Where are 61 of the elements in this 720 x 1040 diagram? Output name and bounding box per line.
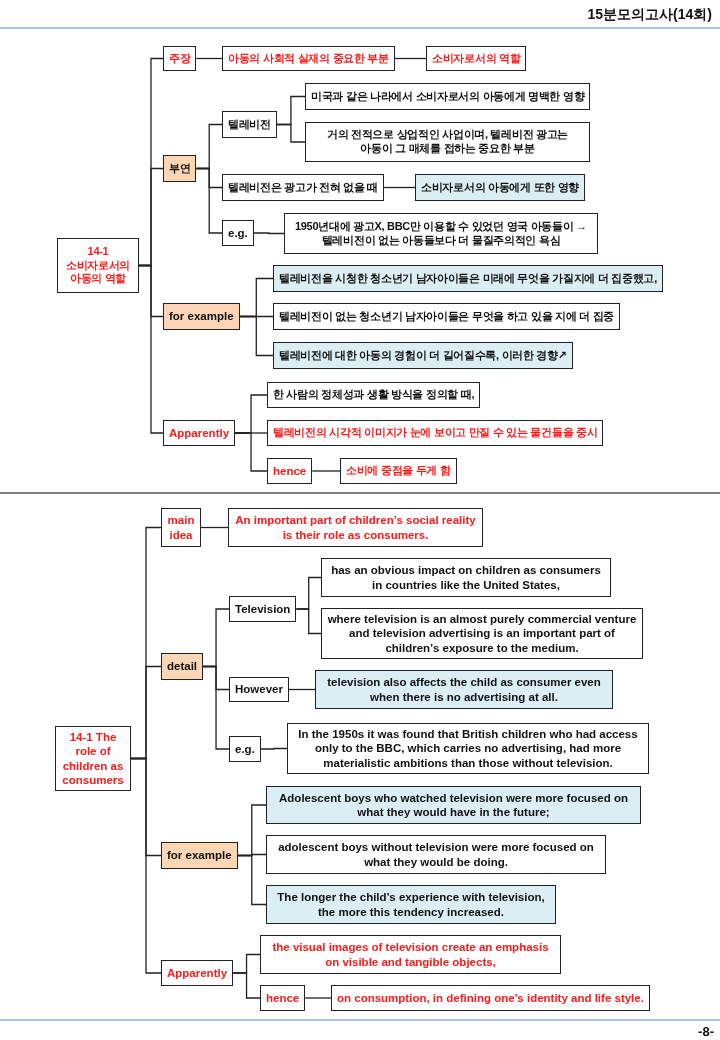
connector-line: [304, 997, 332, 999]
connector-line: [195, 167, 223, 234]
connector-line: [383, 186, 416, 189]
text-box: where television is an almost purely commercial venture and television advertising is an important part of children’s exposure to the medium.: [321, 608, 643, 659]
highlighted-box: The longer the child’s experience with television, the more this tendency increased.: [266, 885, 556, 924]
connector-line: [253, 232, 285, 235]
text-box: 1950년대에 광고X, BBC만 이용할 수 있었던 영국 아동들이 → 텔레비전이 없는 아동들보다 더 물질주의적인 욕심: [284, 213, 598, 254]
connector-line: [138, 264, 164, 434]
text-box: 텔레비전은 광고가 전혀 없을 때: [222, 174, 385, 201]
text-box: In the 1950s it was found that British children who had access only to the BBC, which carries no advertising, had more materialistic ambitions than those without television.: [287, 723, 649, 774]
key-point-box: 텔레비전의 시각적 이미지가 눈에 보이고 만질 수 있는 물건들을 중시: [267, 420, 604, 446]
connector-line: [276, 123, 306, 143]
category-box: for example: [163, 303, 240, 330]
category-box: 부연: [163, 155, 197, 182]
connector-line: [288, 688, 316, 691]
text-box: e.g.: [222, 220, 254, 246]
category-box: detail: [161, 653, 204, 680]
text-box: e.g.: [229, 736, 261, 762]
key-point-box: An important part of children’s social reality is their role as consumers.: [228, 508, 483, 547]
highlighted-box: television also affects the child as consumer even when there is no advertising at all.: [315, 670, 613, 709]
key-point-box: the visual images of television create an emphasis on visible and tangible objects,: [260, 935, 561, 974]
text-box: has an obvious impact on children as consumers in countries like the United States,: [321, 558, 611, 597]
connector-line: [202, 665, 230, 750]
connector-line: [234, 432, 268, 472]
key-point-box: 아동의 사회적 실재의 중요한 부분: [222, 46, 395, 71]
key-point-box: main idea: [161, 508, 201, 547]
key-point-box: 소비에 중점을 두게 함: [340, 458, 457, 484]
highlighted-box: Adolescent boys who watched television were more focused on what they would have in the future;: [266, 786, 641, 824]
key-point-box: Apparently: [163, 420, 236, 446]
key-point-box: on consumption, in defining one’s identity and life style.: [331, 985, 650, 1011]
key-point-box: Apparently: [161, 960, 234, 986]
page-header: 15분모의고사(14회): [587, 6, 712, 24]
text-box: 텔레비전: [222, 111, 277, 138]
connector-line: [236, 854, 267, 906]
text-box: 한 사람의 정체성과 생활 방식을 정의할 때,: [267, 382, 481, 408]
text-box: 텔레비전이 없는 청소년기 남자아이들은 무엇을 하고 있을 지에 더 집중: [273, 303, 621, 330]
highlighted-box: 소비자로서의 아동에게 또한 영향: [415, 174, 586, 201]
text-box: Television: [229, 596, 297, 622]
topic-box: 14-1 The role of children as consumers: [55, 726, 131, 791]
topic-box: 14-1 소비자로서의 아동의 역할: [57, 238, 139, 293]
connector-line: [130, 757, 162, 974]
text-box: 거의 전적으로 상업적인 사업이며, 텔레비전 광고는 아동이 그 매체를 접하는 중요한 부분: [305, 122, 590, 162]
key-point-box: hence: [260, 985, 306, 1011]
connector-line: [200, 526, 229, 529]
highlighted-box: 텔레비전에 대한 아동의 경험이 더 길어질수록, 이러한 경향↗: [273, 342, 573, 369]
page-number: -8-: [698, 1024, 714, 1039]
key-point-box: hence: [267, 458, 313, 484]
text-box: 미국과 같은 나라에서 소비자로서의 아동에게 명백한 영향: [305, 83, 591, 110]
connector-line: [295, 608, 322, 635]
key-point-box: 소비자로서의 역할: [426, 46, 527, 71]
connector-line: [195, 57, 223, 60]
connector-line: [232, 972, 261, 999]
connector-line: [260, 747, 288, 750]
key-point-box: 주장: [163, 46, 197, 71]
connector-line: [238, 315, 274, 357]
connector-line: [311, 470, 341, 472]
text-box: adolescent boys without television were more focused on what they would be doing.: [266, 835, 606, 874]
connector-line: [394, 57, 427, 60]
text-box: However: [229, 677, 289, 702]
category-box: for example: [161, 842, 238, 869]
highlighted-box: 텔레비전을 시청한 청소년기 남자아이들은 미래에 무엇을 가질지에 더 집중했고,: [273, 265, 663, 292]
